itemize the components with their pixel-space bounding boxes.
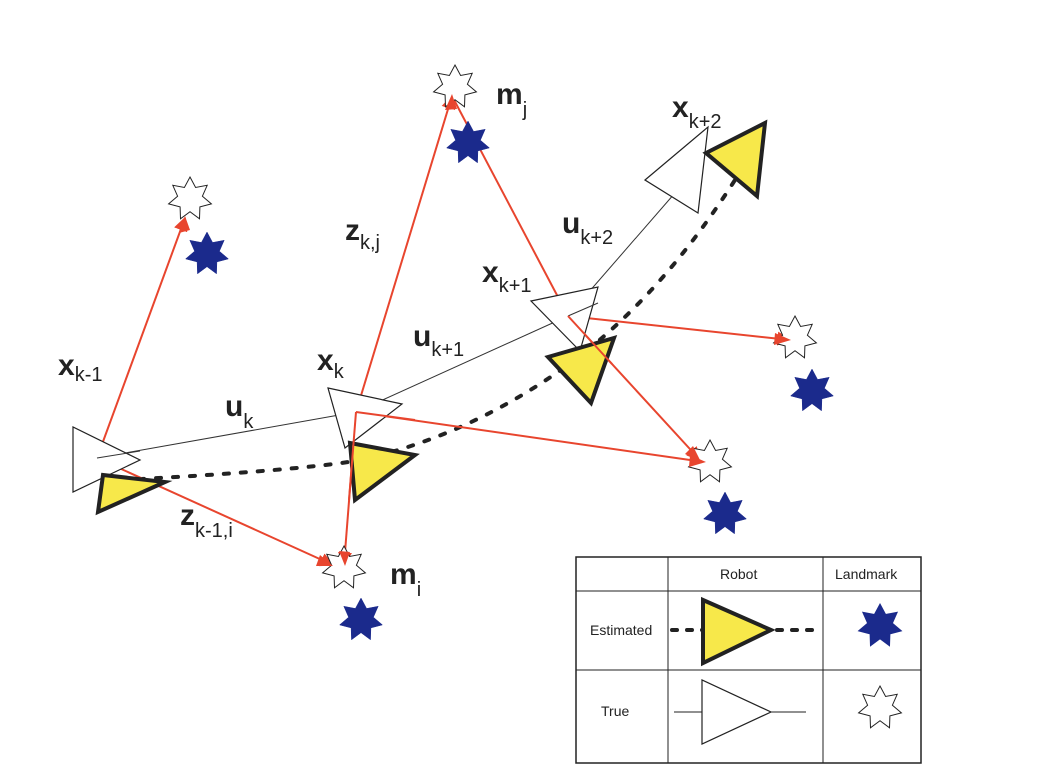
true-robot-k1	[529, 286, 599, 353]
estimated-robot-k1	[544, 335, 618, 407]
legend-row-true: True	[601, 703, 629, 719]
legend-header-landmark: Landmark	[835, 566, 898, 582]
estimated-robot-k-1	[95, 472, 173, 516]
label-z-k-j: zk,j	[345, 214, 380, 254]
estimated-robot-k2	[702, 119, 768, 200]
legend-row-estimated: Estimated	[590, 622, 652, 638]
control-u-k1	[355, 315, 569, 413]
estimated-landmark-topleft	[185, 231, 229, 275]
label-x-k1: xk+1	[482, 256, 532, 297]
legend-header-robot: Robot	[720, 566, 757, 582]
label-m-i: mi	[390, 558, 421, 601]
estimated-landmark-right	[790, 368, 834, 412]
estimated-robot-k	[347, 440, 420, 504]
label-x-k-1: xk-1	[58, 349, 102, 386]
measurement-lines	[96, 94, 792, 567]
label-u-k: uk	[225, 390, 254, 433]
true-robots	[72, 125, 709, 493]
label-u-k2: uk+2	[562, 207, 613, 249]
true-robot-k2	[643, 125, 709, 215]
label-x-k2: xk+2	[672, 91, 722, 133]
label-m-j: mj	[496, 78, 527, 121]
measurement-k-1-i	[96, 457, 335, 567]
true-robot-k	[327, 387, 404, 450]
legend-true-robot-icon	[701, 679, 773, 745]
estimated-landmark-i	[339, 597, 383, 641]
label-z-k-1-i: zk-1,i	[180, 499, 233, 542]
labels: xk-1 xk xk+1 xk+2 uk uk+1 uk+2 zk-1,i zk…	[58, 78, 722, 601]
label-x-k: xk	[317, 344, 345, 383]
estimated-robots	[95, 119, 768, 516]
legend-frame	[575, 556, 922, 764]
arrowheads-overlay	[179, 94, 791, 566]
measurement-k-1-up	[96, 216, 188, 459]
true-landmark-topleft	[168, 176, 212, 220]
estimated-landmark-low	[703, 491, 747, 535]
estimated-path-curve	[120, 178, 737, 482]
legend: Robot Landmark Estimated True	[575, 556, 922, 764]
measurement-k-j	[355, 94, 456, 413]
legend-estimated-robot-icon	[701, 596, 776, 667]
estimated-path	[120, 178, 737, 482]
measurement-overlay	[348, 315, 613, 501]
label-u-k1: uk+1	[413, 320, 464, 361]
control-u-k	[96, 411, 357, 459]
control-lines-overlay	[96, 302, 599, 459]
measurement-k1-right	[567, 315, 792, 346]
